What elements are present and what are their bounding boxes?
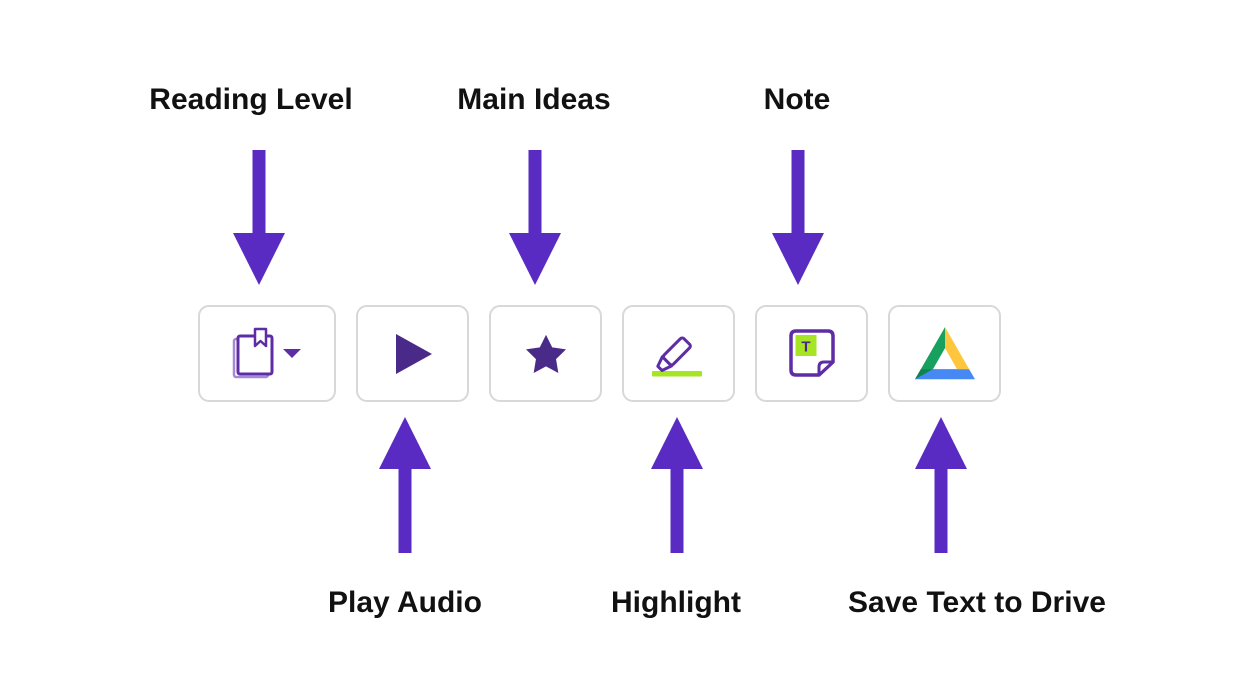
highlight-button[interactable] — [622, 305, 735, 402]
google-drive-icon — [914, 327, 975, 380]
arrow-down-to-note-icon — [772, 150, 824, 285]
play-audio-label: Play Audio — [328, 586, 482, 619]
note-letter: T — [801, 338, 810, 355]
arrow-down-to-main-ideas-icon — [509, 150, 561, 285]
note-label: Note — [763, 83, 831, 116]
play-icon — [395, 333, 432, 374]
arrow-up-to-highlight-icon — [651, 417, 703, 553]
note-icon: T — [788, 328, 835, 377]
save-to-drive-button[interactable] — [888, 305, 1001, 402]
highlight-label: Highlight — [611, 586, 741, 619]
arrow-down-to-reading-level-icon — [233, 150, 285, 285]
reading-level-label: Reading Level — [149, 83, 353, 116]
note-button[interactable]: T — [755, 305, 868, 402]
save-to-drive-label: Save Text to Drive — [848, 586, 1106, 619]
main-ideas-label: Main Ideas — [457, 83, 611, 116]
play-audio-button[interactable] — [356, 305, 469, 402]
highlighter-icon — [651, 335, 702, 376]
arrow-up-to-save-to-drive-icon — [915, 417, 967, 553]
reading-level-button[interactable] — [198, 305, 336, 402]
star-icon — [525, 334, 566, 373]
arrow-up-to-play-audio-icon — [379, 417, 431, 553]
book-dropdown-icon — [232, 327, 301, 378]
main-ideas-button[interactable] — [489, 305, 602, 402]
